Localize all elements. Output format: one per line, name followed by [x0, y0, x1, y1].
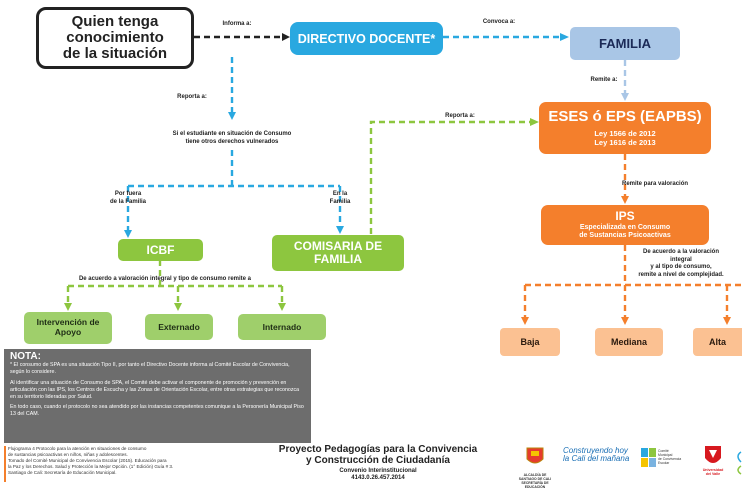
arrowhead: [64, 303, 72, 311]
arrowhead: [282, 33, 290, 41]
label-informa: Informa a:: [222, 21, 252, 27]
node-icbf: ICBF: [118, 239, 203, 261]
construyendo-logo: Construyendo hoy la Cali del mañana: [563, 446, 630, 464]
node-alta: Alta: [693, 328, 742, 356]
univalle-logo: Universidad del Valle: [697, 444, 729, 484]
note-paragraph-2: Al identificar una situación de Consumo …: [10, 379, 300, 400]
node-familia: FAMILIA: [570, 27, 680, 60]
label-reporta-comisaria: Reporta a:: [445, 113, 475, 119]
footer-project-title: Proyecto Pedagogías para la Convivencia …: [278, 444, 478, 467]
label-reporta-directivo: Reporta a:: [177, 94, 207, 100]
arrowhead: [228, 112, 236, 120]
note-box: NOTA: * El consumo de SPA es una situaci…: [4, 349, 311, 443]
puzzle-icon: [641, 448, 656, 467]
node-eses-eps: ESES ó EPS (EAPBS) Ley 1566 de 2012 Ley …: [539, 102, 711, 154]
arrowhead: [521, 317, 529, 325]
note-title: NOTA:: [10, 351, 41, 362]
univalle-emblem-icon: [705, 446, 721, 463]
node-directivo-docente: DIRECTIVO DOCENTE*: [290, 22, 443, 55]
label-en-familia: En la Familia: [329, 191, 351, 205]
eses-laws: Ley 1566 de 2012 Ley 1616 de 2013: [594, 128, 656, 147]
line-ips-levels: [525, 245, 742, 287]
label-convoca: Convoca a:: [482, 19, 516, 25]
note-paragraph-3: En todo caso, cuando el protocolo no sea…: [10, 404, 304, 418]
ips-subtitle: Especializada en Consumo de Sustancias P…: [579, 224, 671, 239]
arrowhead: [174, 303, 182, 311]
arrowhead: [621, 93, 629, 101]
eses-title: ESES ó EPS (EAPBS): [548, 108, 702, 126]
arrowhead: [621, 317, 629, 325]
node-comisaria-de-familia: COMISARIA DE FAMILIA: [272, 235, 404, 271]
node-quien-tenga-conocimiento: Quien tenga conocimiento de la situación: [36, 7, 194, 69]
arrowhead: [124, 230, 132, 238]
label-de-acuerdo-icbf: De acuerdo a valoración integral y tipo …: [78, 276, 252, 282]
node-intervencion-de-apoyo: Intervención de Apoyo: [24, 312, 112, 344]
line-decision-split: [128, 150, 340, 188]
label-por-fuera: Por fuera de la Familia: [109, 191, 146, 205]
node-mediana: Mediana: [595, 328, 663, 356]
arrowhead: [336, 226, 344, 234]
footer-source: Flujograma 4 Protocolo para la atención …: [8, 446, 174, 475]
arrowhead: [723, 317, 731, 325]
label-remite: Remite a:: [590, 77, 618, 83]
univalle-text: Universidad del Valle: [702, 468, 724, 477]
alcaldia-text: ALCALDÍA DE SANTIAGO DE CALI SECRETARÍA …: [518, 473, 552, 489]
arrowhead: [621, 196, 629, 204]
node-ips: IPS Especializada en Consumo de Sustanci…: [541, 205, 709, 245]
arrowhead: [560, 33, 569, 41]
node-internado: Internado: [238, 314, 326, 340]
note-paragraph-1: * El consumo de SPA es una situación Tip…: [10, 362, 290, 375]
label-si-estudiante: Si el estudiante en situación de Consumo…: [172, 131, 292, 145]
arrowhead: [278, 303, 286, 311]
label-remite-valoracion: Remite para valoración: [622, 181, 689, 187]
footer-accent-bar: [4, 446, 6, 482]
label-de-acuerdo-ips: De acuerdo a la valoración integral y al…: [638, 249, 724, 278]
edge-logo-fragment: [733, 446, 742, 482]
line-icbf-services: [68, 260, 282, 288]
logo-fragment-icon: [737, 451, 742, 475]
comite-text: Comité Municipal de Convivencia Escolar: [658, 449, 682, 466]
shield-icon: [526, 447, 544, 464]
arrowhead: [530, 118, 539, 126]
node-externado: Externado: [145, 314, 213, 340]
ips-title: IPS: [615, 209, 635, 224]
alcaldia-logo: ALCALDÍA DE SANTIAGO DE CALI SECRETARÍA …: [514, 446, 556, 489]
comite-logo: Comité Municipal de Convivencia Escolar: [641, 446, 685, 482]
footer-convenio: Convenio Interinstitucional 4143.0.26.45…: [339, 468, 417, 482]
arrow-comisaria-eses: [369, 120, 530, 234]
node-baja: Baja: [500, 328, 560, 356]
